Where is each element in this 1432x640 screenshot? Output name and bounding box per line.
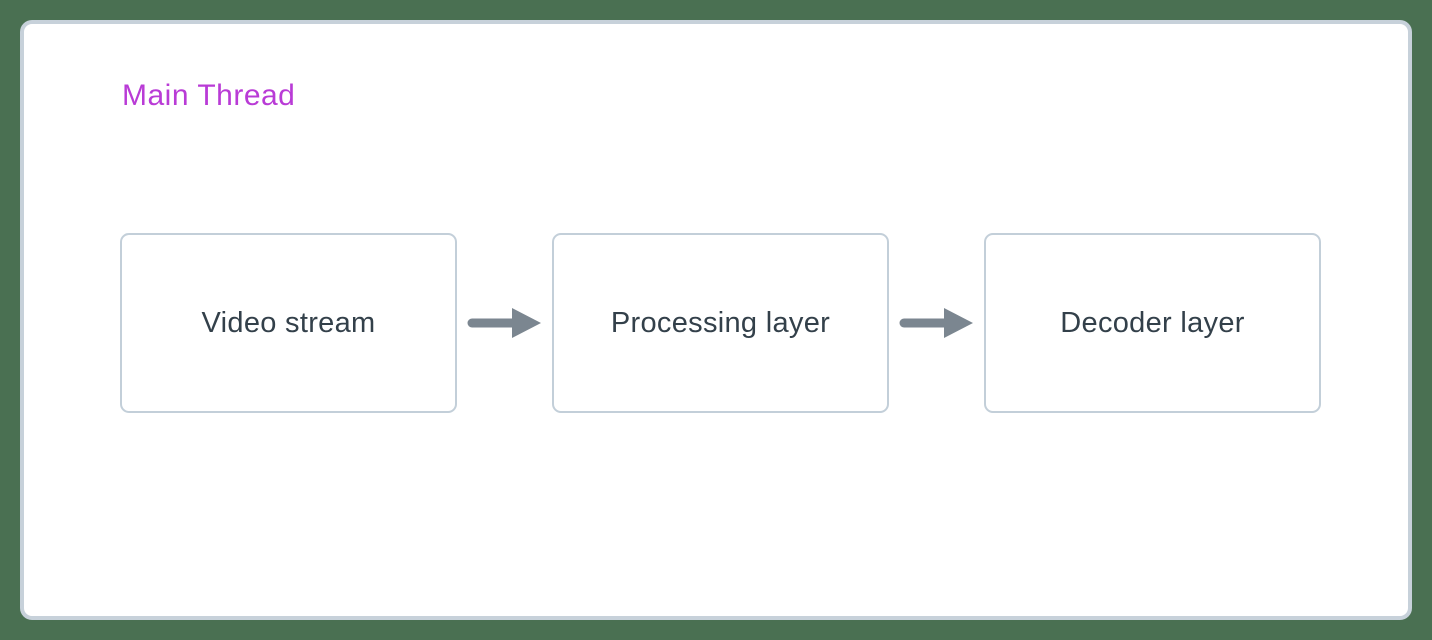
node-label: Video stream <box>201 306 376 339</box>
node-video-stream: Video stream <box>120 233 457 413</box>
node-decoder-layer: Decoder layer <box>984 233 1321 413</box>
node-processing-layer: Processing layer <box>552 233 889 413</box>
node-label: Processing layer <box>610 306 831 339</box>
flow-row: Video stream Processing layer Decoder la… <box>120 233 1321 413</box>
main-thread-panel: Main Thread Video stream Processing laye… <box>20 20 1412 620</box>
node-label: Decoder layer <box>1060 306 1245 339</box>
arrow-wrap <box>457 305 552 341</box>
thread-label: Main Thread <box>122 79 296 112</box>
arrow-wrap <box>889 305 984 341</box>
right-arrow-icon <box>467 308 541 338</box>
right-arrow-icon <box>899 308 973 338</box>
